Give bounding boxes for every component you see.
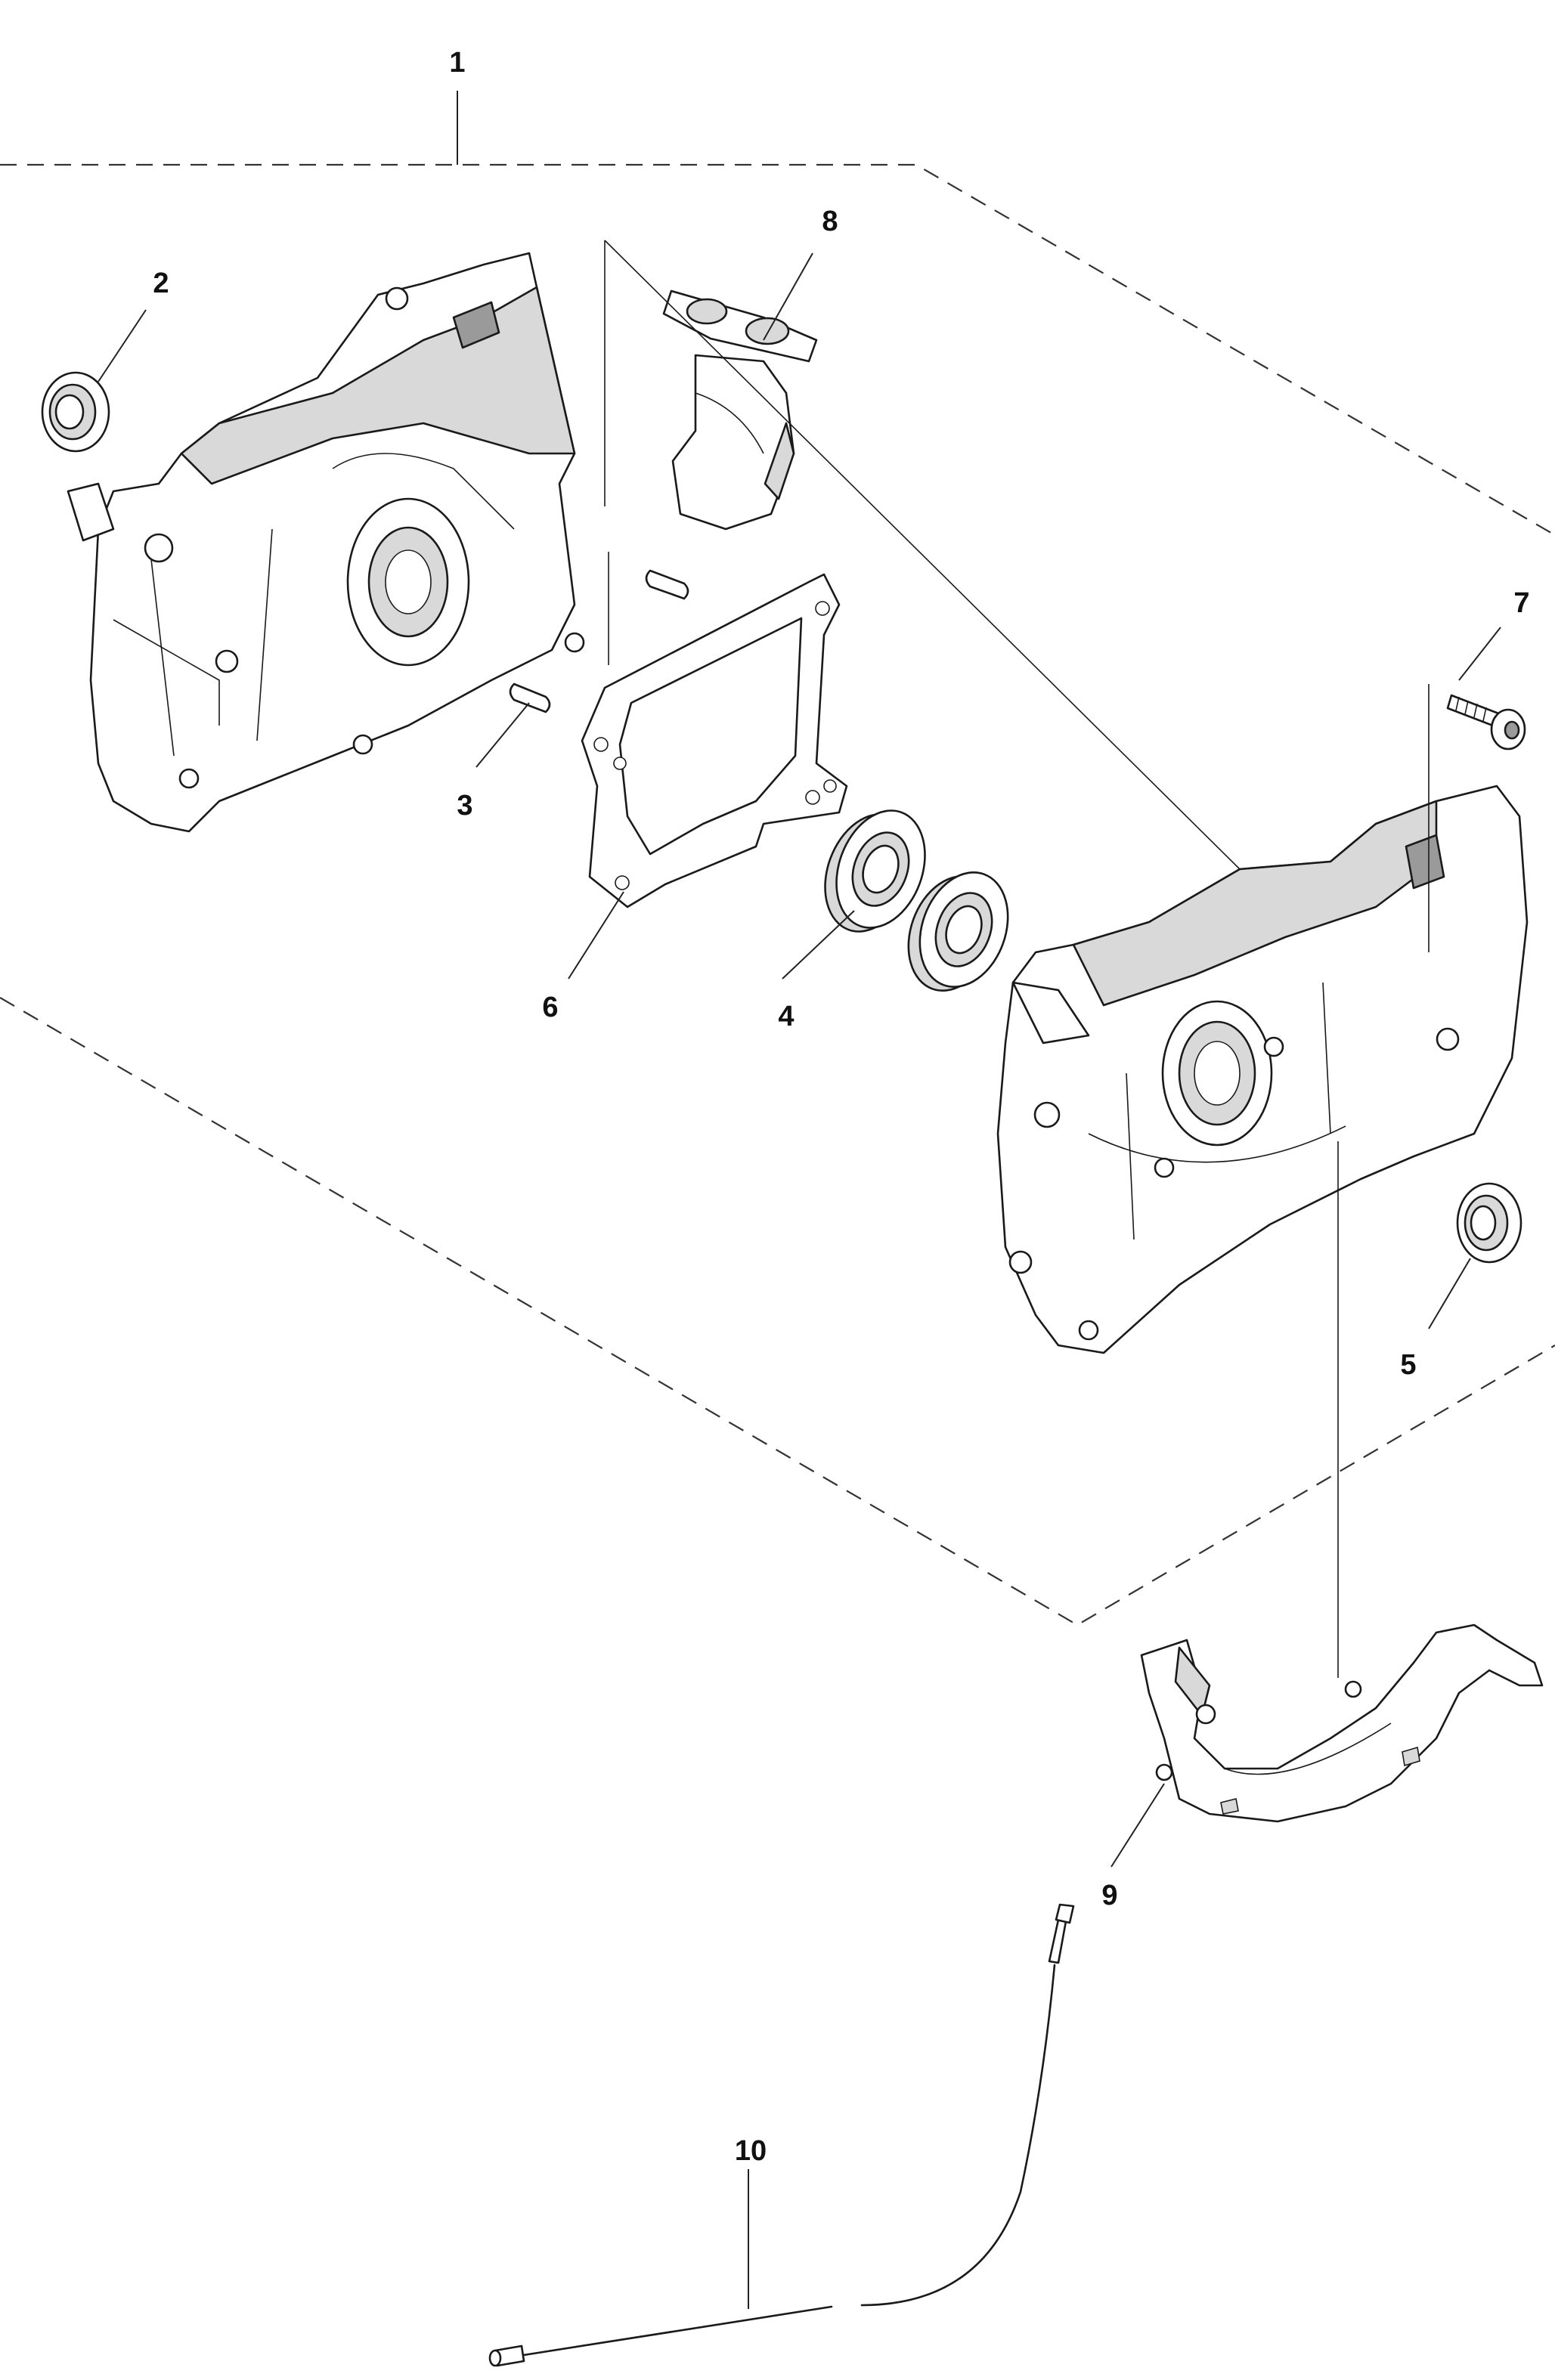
screw[interactable] — [1446, 694, 1526, 751]
bracket[interactable] — [1140, 1623, 1544, 1823]
crankcase-gasket[interactable] — [581, 573, 848, 908]
callout-3: 3 — [457, 790, 472, 822]
callout-1: 1 — [449, 47, 465, 79]
callout-8: 8 — [822, 206, 838, 237]
callout-7: 7 — [1513, 587, 1529, 619]
callout-5: 5 — [1400, 1349, 1416, 1381]
assembly-boundary — [0, 163, 1555, 1626]
intake-boot[interactable] — [662, 289, 818, 531]
ball-bearings[interactable] — [810, 798, 1023, 1003]
leader-lines — [98, 91, 1501, 2309]
dowel-pins[interactable] — [509, 569, 689, 713]
seal-ring-left[interactable] — [41, 371, 110, 453]
callout-10: 10 — [735, 2135, 767, 2167]
right-crankcase-half[interactable] — [996, 785, 1529, 1354]
callout-labels: 1 2 3 4 5 6 7 8 9 10 — [153, 47, 1529, 2167]
callout-2: 2 — [153, 268, 169, 299]
assembly-guide-lines — [604, 240, 1430, 1678]
callout-6: 6 — [542, 992, 558, 1023]
callout-9: 9 — [1101, 1880, 1117, 1911]
left-crankcase-half[interactable] — [67, 252, 585, 833]
seal-ring-right[interactable] — [1456, 1182, 1522, 1264]
callout-4: 4 — [778, 1001, 794, 1032]
cable[interactable] — [488, 1903, 1075, 2367]
